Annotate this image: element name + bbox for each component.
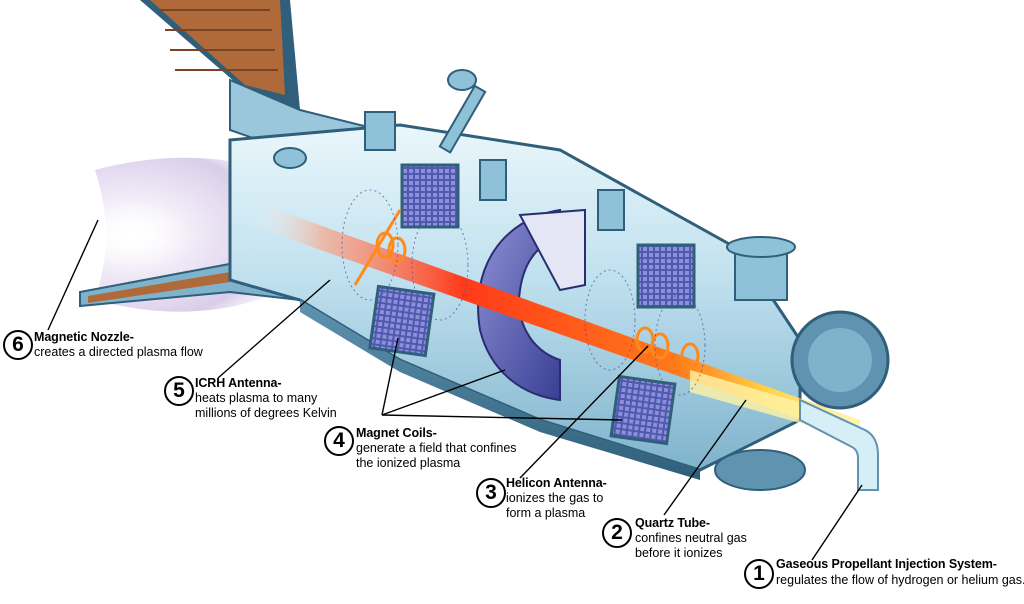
callout-number: 2 [602,518,632,548]
callout-line: before it ionizes [635,546,723,560]
helicon-antenna [635,326,700,370]
callout-line: heats plasma to many [195,391,318,405]
callout-line: ionizes the gas to [506,491,604,505]
callout-title: Magnetic Nozzle- [34,330,134,344]
callout-number: 4 [324,426,354,456]
callout-number: 5 [164,376,194,406]
callout-title: ICRH Antenna- [195,376,282,390]
callout-line: confines neutral gas [635,531,747,545]
callout-line: creates a directed plasma flow [34,345,203,359]
callout-number: 1 [744,559,774,589]
chamber-ports [273,69,796,301]
callout-leader-lines [47,219,863,561]
callout-number: 6 [3,330,33,360]
callout-title: Helicon Antenna- [506,476,607,490]
callout-line: regulates the flow of hydrogen or helium… [776,573,1024,587]
icrh-antenna [353,209,407,286]
magnet-coils [368,163,696,446]
callout-line: millions of degrees Kelvin [195,406,337,420]
callout-title: Quartz Tube- [635,516,710,530]
end-flange [714,310,890,491]
callout-line: generate a field that confines [356,441,517,455]
callout-line: the ionized plasma [356,456,461,470]
magnetic-field-lines [341,189,706,396]
callout-title: Magnet Coils- [356,426,437,440]
callout-number: 3 [476,478,506,508]
callout-title: Gaseous Propellant Injection System- [776,557,997,571]
callout-line: form a plasma [506,506,586,520]
